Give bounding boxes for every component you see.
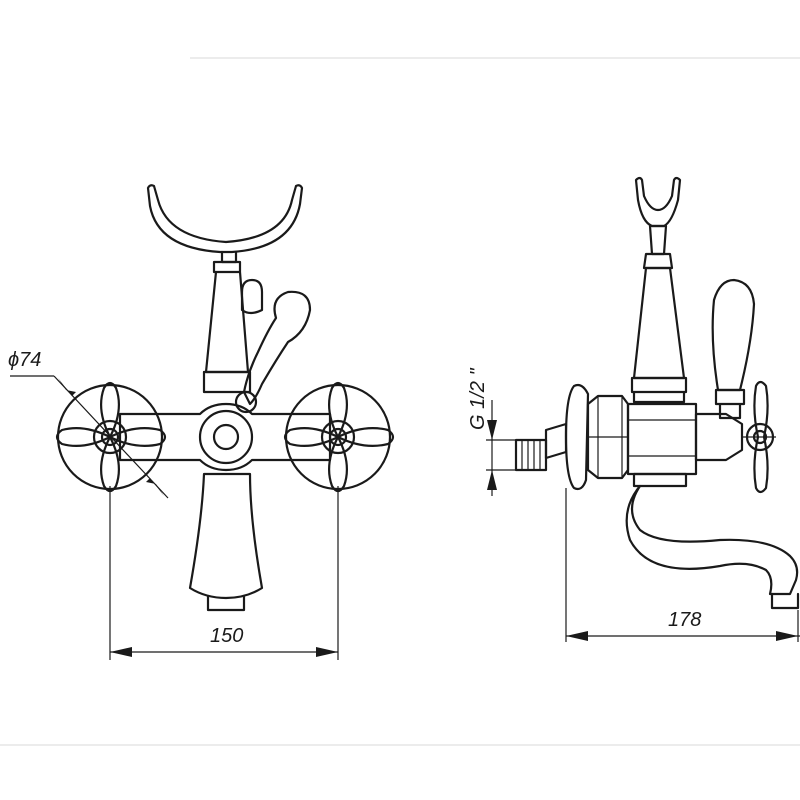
side-main-body: [626, 402, 698, 476]
thread-arrow-bottom: [487, 470, 497, 490]
front-body-bar: [118, 402, 332, 472]
thread-arrow-top: [487, 420, 497, 440]
side-view: G 1/2 " 178: [467, 176, 800, 642]
width-label: 150: [210, 625, 243, 647]
width-arrow-left: [110, 647, 132, 657]
front-center-ring-outer: [198, 409, 254, 465]
side-holder-collar: [642, 252, 674, 270]
side-inlet-thread: [514, 438, 548, 472]
front-diverter-knob: [240, 278, 264, 315]
side-holder-neck: [648, 224, 668, 256]
left-cap-outer: [92, 419, 128, 455]
front-center-ring-inner: [212, 423, 240, 451]
right-cap-outer: [320, 419, 356, 455]
side-spout-collar: [632, 472, 688, 488]
side-wall-rosette: [564, 383, 590, 491]
right-cross: [283, 381, 395, 493]
depth-label: 178: [668, 609, 701, 631]
diameter-arrow-bottom: [146, 478, 164, 496]
diameter-arrow-top: [58, 378, 76, 396]
front-spout-body: [188, 472, 264, 600]
front-lever-pivot: [234, 390, 258, 414]
front-right-cross-handle: [283, 381, 395, 493]
thread-label: G 1/2 ": [467, 368, 489, 430]
side-holder-clip: [634, 176, 682, 228]
side-holder-column: [632, 266, 686, 380]
front-lever-handle: [242, 290, 312, 406]
side-cartridge: [694, 412, 744, 462]
left-cross: [55, 381, 167, 493]
diameter-leader-diagonal: [53, 375, 169, 499]
diameter-label: ϕ74: [8, 349, 41, 371]
side-column-rings: [630, 376, 688, 404]
width-arrow-right: [316, 647, 338, 657]
left-cap-inner: [100, 427, 120, 447]
side-spout-tip: [770, 592, 800, 610]
side-spout: [625, 484, 799, 596]
depth-arrow-right: [776, 631, 798, 641]
front-view: ϕ74 150: [8, 184, 395, 660]
front-spout-tip: [206, 594, 246, 612]
side-eccentric: [544, 422, 568, 460]
front-holder-column: [204, 260, 250, 374]
depth-arrow-left: [566, 631, 588, 641]
side-lever-handle: [711, 278, 756, 392]
right-cap-inner: [328, 427, 348, 447]
front-holder-stem: [220, 250, 238, 264]
front-shower-cradle: [146, 184, 304, 254]
front-column-base: [202, 370, 252, 394]
